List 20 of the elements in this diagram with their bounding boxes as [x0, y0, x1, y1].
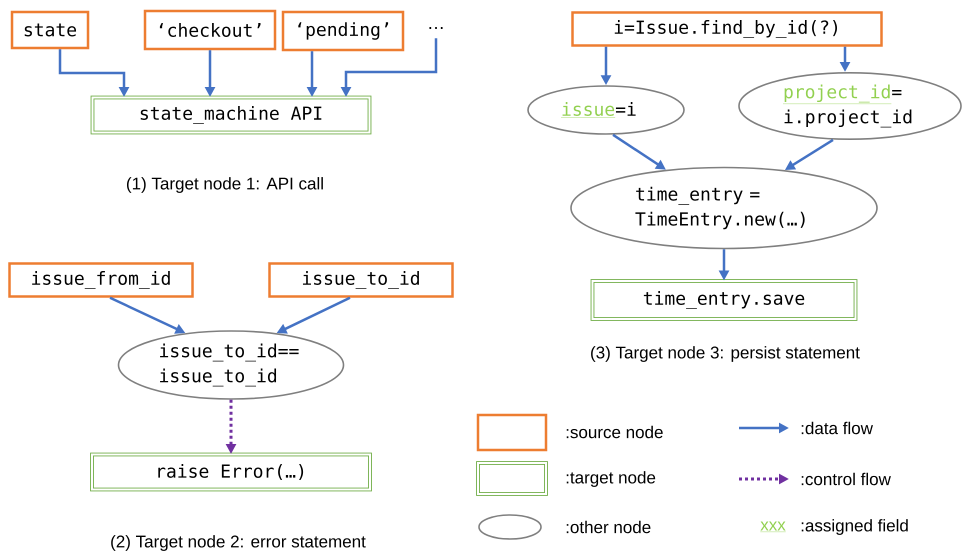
target-box: state_machine API — [90, 96, 372, 134]
source-box: issue_to_id — [268, 262, 454, 298]
legend-text: :control flow — [802, 472, 891, 486]
source-box: state — [10, 10, 90, 50]
sample-text: xxx — [760, 522, 786, 532]
source-box: issue_from_id — [8, 262, 194, 298]
source-box: i=Issue.find_by_id(?) — [571, 11, 883, 47]
caption: (3) Target node 3: persist statement — [591, 346, 860, 362]
target-box: time_entry.save — [590, 279, 858, 321]
legend-text: :source node — [566, 426, 663, 438]
target-box: raise Error(…) — [90, 452, 372, 492]
caption: (2) Target node 2: error statement — [111, 535, 366, 551]
legend-text: :target node — [566, 471, 656, 487]
ellipsis-text: … — [425, 18, 447, 38]
legend-text: :other node — [566, 520, 650, 534]
legend-text: :assigned field — [802, 519, 908, 535]
source-box: ‘pending’ — [282, 10, 404, 52]
caption: (1) Target node 1: API call — [127, 177, 323, 193]
source-box: ‘checkout’ — [144, 10, 276, 50]
legend-text: :data flow — [802, 422, 873, 434]
